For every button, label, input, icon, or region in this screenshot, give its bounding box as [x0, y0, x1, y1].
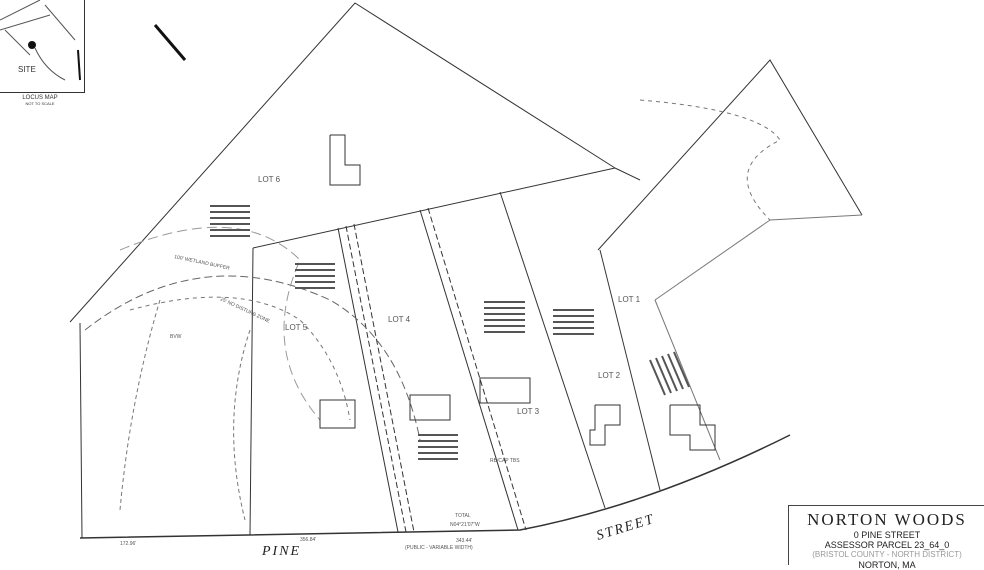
lot-5-label: LOT 5 [285, 323, 308, 332]
locus-map-note: NOT TO SCALE [25, 101, 55, 106]
site-marker-icon [28, 41, 36, 49]
district: (BRISTOL COUNTY - NORTH DISTRICT) [812, 550, 962, 559]
bvw-label: BVW [170, 334, 182, 340]
site-label: SITE [18, 65, 36, 74]
bearing-label: N04°21'07"W [450, 522, 480, 528]
total-label: TOTAL [455, 513, 471, 519]
street-line [79, 434, 791, 539]
town: NORTON, MA [858, 560, 916, 570]
rb-cap-label: RB/CAP TBS [490, 458, 520, 464]
distance-label: 343.44' [456, 538, 472, 544]
wetland-buffer-label: 100' WETLAND BUFFER [174, 254, 231, 272]
street-name-street: STREET [595, 512, 657, 544]
distance-label-2: 356.84' [300, 537, 316, 543]
lot-3-label: LOT 3 [517, 407, 540, 416]
lot-1-label: LOT 1 [618, 295, 641, 304]
no-disturb-label: 25' NO DISTURB ZONE [219, 296, 271, 325]
assessor-parcel: ASSESSOR PARCEL 23_64_0 [824, 540, 950, 550]
locus-map-label: LOCUS MAP [22, 95, 58, 101]
street-name-pine: PINE [261, 544, 301, 559]
locus-map: SITE [0, 0, 85, 93]
street-width-note: (PUBLIC - VARIABLE WIDTH) [405, 545, 473, 551]
distance-label-3: 172.96' [120, 541, 136, 547]
project-address: 0 PINE STREET [853, 530, 921, 540]
north-arrow-icon [153, 24, 187, 61]
title-block: NORTON WOODS 0 PINE STREET ASSESSOR PARC… [788, 505, 984, 570]
project-name: NORTON WOODS [807, 510, 967, 529]
lot-4-label: LOT 4 [388, 315, 411, 324]
property-boundary [69, 2, 616, 323]
lot-2-label: LOT 2 [598, 371, 621, 380]
septic-hatch-group [210, 205, 690, 460]
lot-6-label: LOT 6 [258, 175, 281, 184]
